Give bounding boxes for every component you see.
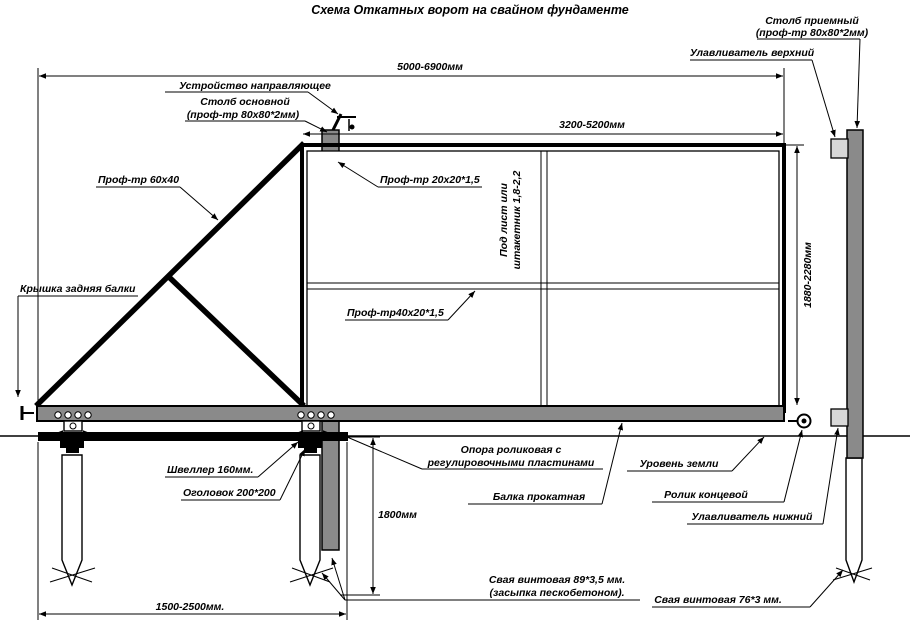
ground-level-label: Уровень земли [640,458,719,470]
end-roller-label: Ролик концевой [664,489,748,501]
pipe-40x20-label: Проф-тр40х20*1,5 [347,307,444,319]
dim-foundation-length [37,442,348,620]
leaf-length-label: 3200-5200мм [559,119,625,131]
upper-catcher-label: Улавливатель верхний [690,47,815,59]
inner-frame [306,150,780,407]
channel-160 [38,432,348,441]
guide-device-label: Устройство направляющее [179,80,331,92]
beam-cap-label: Крышка задняя балки [20,283,136,295]
lower-catcher [830,408,849,427]
sheet-label-2: штакетник 1,8-2,2 [511,170,523,269]
roller-support-left [63,420,83,432]
lower-catcher-label: Улавливатель нижний [692,511,814,523]
screw-pile-receiving-label: Свая винтовая 76*3 мм. [654,594,782,606]
pipe-20x20-label: Проф-тр 20х20*1,5 [380,174,480,186]
beam-holes [54,411,335,419]
guide-device [331,113,356,131]
screw-pile-main-label-1: Свая винтовая 89*3,5 мм. [489,574,625,586]
receiving-post-label-2: (проф-тр 80х80*2мм) [756,27,869,39]
rolled-beam-label: Балка прокатная [493,491,585,503]
screw-pile-main-label-2: (засыпка пескобетоном). [490,587,625,599]
roller-support-label-2: регулировочными пластинами [427,457,595,469]
roller-support-middle [301,420,321,432]
main-post-label-1: Столб основной [200,96,290,108]
roller-support-label-1: Опора роликовая с [461,444,562,456]
receiving-post [846,129,864,459]
main-post-label-2: (проф-тр 80х80*2мм) [187,109,300,121]
end-roller [788,413,812,429]
pile-depth-label: 1800мм [378,509,417,521]
sheet-label-1: Под лист или [498,183,510,257]
dim-pile-depth [340,436,380,596]
counterweight-truss [34,141,306,408]
overall-length-label: 5000-6900мм [397,61,463,73]
height-label: 1880-2280мм [802,242,814,308]
screw-pile-receiving [832,457,873,585]
screw-pile-middle [289,447,334,587]
upper-catcher [830,138,849,159]
foundation-length-label: 1500-2500мм. [156,601,225,613]
pipe-60x40-label: Проф-тр 60х40 [98,174,179,186]
receiving-post-label-1: Столб приемный [765,15,859,27]
head-plate-label: Оголовок 200*200 [183,487,276,499]
dim-height [786,144,804,405]
rolled-beam [36,405,785,422]
channel-label: Швеллер 160мм. [167,464,253,476]
screw-pile-left [49,447,96,587]
diagram-title: Схема Откатных ворот на свайном фундамен… [311,3,628,17]
dim-overall-length [37,68,785,405]
